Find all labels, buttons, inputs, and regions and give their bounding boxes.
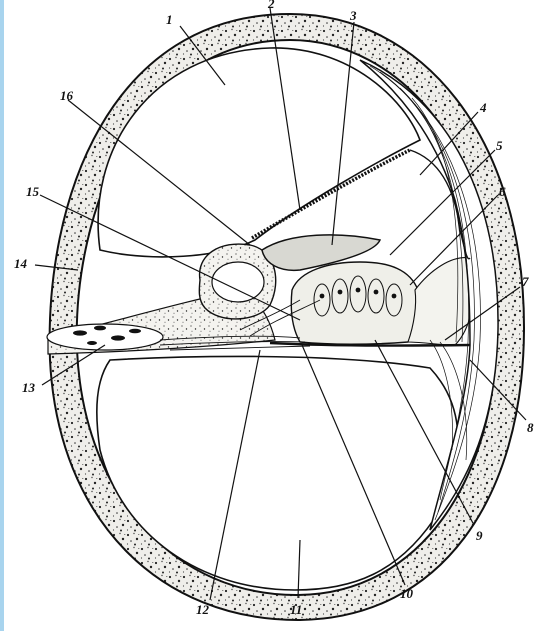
label-5: 5 — [496, 138, 503, 153]
label-2: 2 — [267, 0, 275, 11]
supporting-cells — [408, 258, 473, 345]
label-10: 10 — [400, 586, 414, 601]
label-9: 9 — [476, 528, 483, 543]
organ-of-corti — [291, 262, 418, 344]
label-8: 8 — [527, 420, 534, 435]
label-11: 11 — [290, 602, 302, 617]
label-4: 4 — [479, 100, 487, 115]
label-1: 1 — [166, 12, 173, 27]
label-13: 13 — [22, 380, 36, 395]
label-12: 12 — [196, 602, 210, 617]
label-3: 3 — [349, 8, 357, 23]
label-16: 16 — [60, 88, 74, 103]
label-15: 15 — [26, 184, 40, 199]
label-7: 7 — [522, 274, 529, 289]
label-6: 6 — [499, 184, 506, 199]
label-14: 14 — [14, 256, 28, 271]
